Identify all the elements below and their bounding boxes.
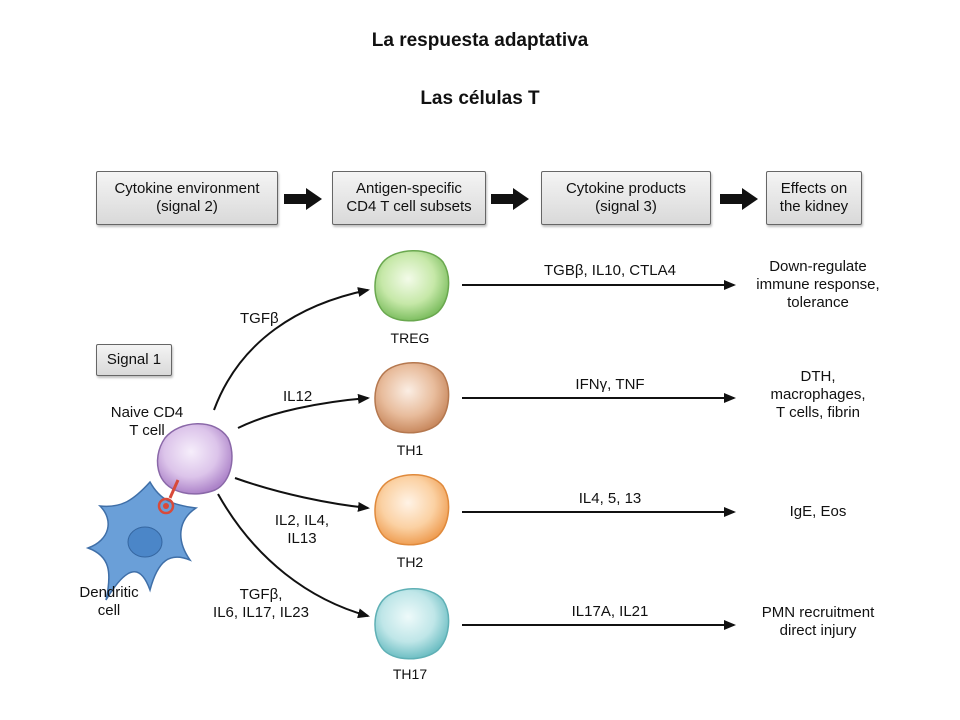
product-arrows <box>462 280 736 630</box>
dendritic-cell-shape <box>85 480 199 601</box>
arrow-to-th2 <box>234 477 370 512</box>
products-treg: TGBβ, IL10, CTLA4 <box>543 262 676 279</box>
cell-th17-shape <box>374 588 450 660</box>
signal1-box: Signal 1 <box>96 344 172 376</box>
page-subtitle: Las células T <box>420 88 540 109</box>
header-box-cytokine-environment: Cytokine environment(signal 2) <box>96 171 278 225</box>
signal2-th2: IL2, IL4,IL13 <box>274 512 330 547</box>
products-th17: IL17A, IL21 <box>571 603 649 620</box>
cell-treg-shape <box>374 250 450 322</box>
page-title: La respuesta adaptativa <box>371 30 589 51</box>
differentiation-arrows <box>213 287 370 619</box>
arrow-to-treg <box>213 287 370 411</box>
header-box-cytokine-products: Cytokine products(signal 3) <box>541 171 711 225</box>
products-th1: IFNγ, TNF <box>575 376 645 393</box>
signal2-treg: TGFβ <box>240 310 279 327</box>
effects-th2: IgE, Eos <box>789 503 847 520</box>
products-th2: IL4, 5, 13 <box>578 490 642 507</box>
cell-th1-shape <box>374 362 450 434</box>
header-arrows <box>284 188 758 210</box>
tcr-receptor <box>157 479 180 515</box>
signal2-th1: IL12 <box>283 388 313 405</box>
effects-th1: DTH,macrophages,T cells, fibrin <box>770 368 866 421</box>
cell-name-treg: TREG <box>390 330 430 346</box>
arrow-to-th17 <box>217 493 370 619</box>
signal2-th17: TGFβ,IL6, IL17, IL23 <box>213 586 309 621</box>
cell-name-th17: TH17 <box>392 666 428 682</box>
cell-name-th2: TH2 <box>396 554 424 570</box>
cell-name-th1: TH1 <box>396 442 424 458</box>
arrow-to-th1 <box>237 393 370 429</box>
cell-th2-shape <box>374 474 450 546</box>
naive-cd4-cell-shape <box>156 423 233 495</box>
